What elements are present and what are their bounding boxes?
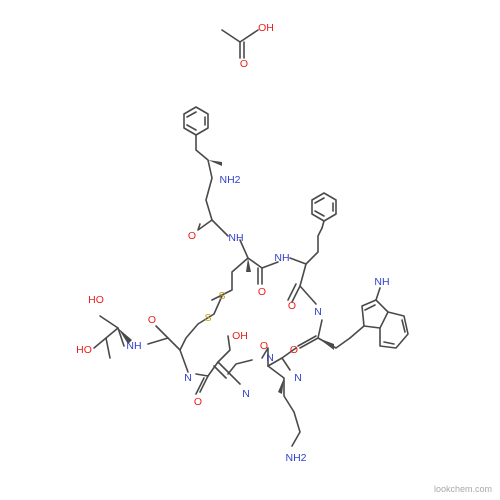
bond — [227, 359, 253, 375]
atom-label-amine: NH2 — [219, 174, 240, 186]
bond — [261, 261, 279, 269]
bond — [267, 365, 301, 447]
atom-label-amide-nh: NH — [126, 340, 141, 352]
atom-label-amide-n: N — [294, 372, 302, 384]
bond — [195, 375, 209, 395]
bond — [221, 29, 259, 43]
bond — [186, 111, 206, 131]
bond — [321, 220, 325, 229]
phenyl-ring-2 — [311, 192, 337, 222]
atom-label-sulfur: S — [218, 290, 225, 302]
bond — [349, 325, 365, 339]
watermark: lookchem.com — [434, 484, 492, 494]
atom-label-indole-nh: N​H — [374, 276, 389, 288]
atom-label-sulfur: S — [204, 312, 211, 324]
bond — [314, 197, 334, 217]
atom-label-hydroxyl: HO — [76, 344, 92, 356]
atom-label-oxygen: O — [288, 300, 296, 312]
atom-label-hydroxyl: OH — [232, 330, 248, 342]
atom-label-amine: NH2 — [285, 452, 306, 464]
bond — [179, 295, 223, 351]
atom-label-oxygen: O — [290, 344, 298, 356]
atom-label-amide-nh: N​H — [228, 232, 243, 244]
wedge-bond — [246, 258, 251, 272]
indole-pyrrole-ring — [361, 299, 389, 329]
bond — [211, 219, 229, 237]
atom-label-oxygen: O — [258, 286, 266, 298]
wedge-bond — [208, 160, 222, 166]
bond-layer — [93, 29, 409, 447]
bond — [179, 349, 189, 373]
wedge-bond — [318, 338, 334, 350]
bond — [105, 337, 111, 359]
bond — [213, 361, 241, 385]
wedge-bond — [118, 328, 132, 344]
bond — [211, 239, 249, 301]
bond — [289, 227, 323, 265]
bond — [297, 319, 323, 349]
atom-label-oxygen: O — [260, 340, 268, 352]
atom-label-amide-nh: N​H — [274, 252, 289, 264]
atom-label-amide-n: N — [242, 388, 250, 400]
atom-label-amide-n: N — [266, 352, 274, 364]
atom-label-oxygen: O — [188, 230, 196, 242]
bond — [364, 304, 376, 311]
bond — [287, 263, 307, 303]
bond — [147, 337, 169, 345]
phenyl-ring-1 — [183, 106, 209, 136]
atom-label-hydroxyl: HO — [88, 294, 104, 306]
atom-label-layer: O OH NH2 O N​H O N​H O S S N N​H O HO HO… — [76, 22, 389, 464]
bond — [239, 41, 245, 59]
atom-label-hydroxyl: OH — [258, 22, 274, 34]
atom-label-amide-n: N — [314, 306, 322, 318]
bond — [261, 347, 269, 367]
atom-label-oxygen: O — [194, 396, 202, 408]
bond — [281, 357, 291, 371]
bond — [375, 287, 381, 301]
bond — [197, 219, 213, 231]
atom-label-amide-n: N — [184, 372, 192, 384]
bond — [299, 285, 317, 305]
bond — [383, 319, 406, 345]
bond — [195, 134, 213, 221]
indole-benzene-ring — [379, 311, 409, 349]
wedge-bond — [278, 378, 284, 394]
atom-label-oxygen: O — [240, 58, 248, 70]
atom-label-oxygen: O — [148, 314, 156, 326]
